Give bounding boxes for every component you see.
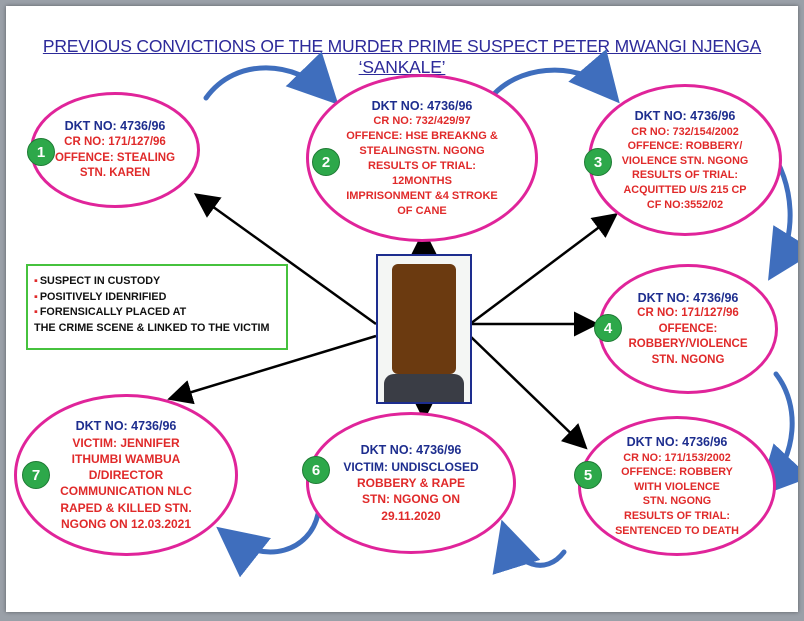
node-2-line: IMPRISONMENT &4 STROKE: [346, 189, 498, 202]
legend-item: POSITIVELY IDENRIFIED: [34, 290, 280, 306]
node-3-line: ACQUITTED U/S 215 CP: [623, 184, 747, 196]
node-1-line: OFFENCE: STEALING: [54, 151, 176, 164]
slide: PREVIOUS CONVICTIONS OF THE MURDER PRIME…: [6, 6, 798, 612]
node-1-line: STN. KAREN: [79, 167, 151, 180]
node-4-badge: 4: [594, 314, 622, 342]
node-2-badge: 2: [312, 148, 340, 176]
node-6-badge: 6: [302, 456, 330, 484]
arrow-to-node-7: [167, 334, 377, 405]
node-5-line: OFFENCE: ROBBERY: [621, 466, 733, 479]
node-3-line: RESULTS OF TRIAL:: [632, 169, 738, 182]
node-5-line: CR NO: 171/153/2002: [623, 451, 731, 464]
conviction-node-3: DKT NO: 4736/96 CR NO: 732/154/2002 OFFE…: [588, 84, 782, 236]
node-4-line: CR NO: 171/127/96: [637, 307, 739, 320]
node-1-dkt: DKT NO: 4736/96: [64, 119, 166, 134]
node-2-line: 12MONTHS: [392, 174, 452, 187]
node-4-line: STN. NGONG: [651, 353, 725, 366]
sequence-arrow-6-7: [216, 511, 321, 578]
conviction-node-6: DKT NO: 4736/96 VICTIM: UNDISCLOSED ROBB…: [306, 412, 516, 554]
sequence-arrow-1-2: [203, 51, 339, 105]
node-6-line: 29.11.2020: [381, 508, 441, 523]
sequence-arrow-5-6: [492, 519, 567, 575]
node-3-line: CR NO: 732/154/2002: [631, 125, 739, 138]
node-7-badge: 7: [22, 461, 50, 489]
node-6-line: VICTIM: UNDISCLOSED: [343, 460, 479, 475]
node-5-line: WITH VIOLENCE: [634, 480, 720, 493]
node-5-line: RESULTS OF TRIAL:: [624, 510, 730, 522]
legend-item: FORENSICALLY PLACED AT: [34, 305, 280, 321]
node-7-line: COMMUNICATION NLC: [60, 484, 192, 499]
node-7-dkt: DKT NO: 4736/96: [75, 419, 177, 433]
arrow-to-node-1: [193, 193, 377, 326]
legend-box: SUSPECT IN CUSTODY POSITIVELY IDENRIFIED…: [26, 264, 288, 350]
node-7-line: NGONG ON 12.03.2021: [60, 516, 192, 531]
node-5-line: SENTENCED TO DEATH: [615, 524, 739, 537]
node-2-line: RESULTS OF TRIAL:: [368, 160, 476, 173]
node-4-dkt: DKT NO: 4736/96: [637, 290, 739, 305]
arrow-to-node-5: [469, 335, 588, 450]
conviction-node-7: DKT NO: 4736/96 VICTIM: JENNIFER ITHUMBI…: [14, 394, 238, 556]
legend-item: SUSPECT IN CUSTODY: [34, 274, 280, 290]
node-6-dkt: DKT NO: 4736/96: [360, 443, 462, 458]
conviction-node-2: DKT NO: 4736/96 CR NO: 732/429/97 OFFENC…: [306, 74, 538, 242]
node-4-line: ROBBERY/VIOLENCE: [628, 338, 748, 351]
node-5-line: STN. NGONG: [642, 495, 712, 508]
node-7-line: D/DIRECTOR: [88, 468, 164, 483]
sequence-arrow-4-5: [757, 371, 798, 497]
node-5-badge: 5: [574, 461, 602, 489]
node-3-badge: 3: [584, 148, 612, 176]
conviction-node-4: DKT NO: 4736/96 CR NO: 171/127/96 OFFENC…: [598, 264, 778, 394]
node-2-line: CR NO: 732/429/97: [373, 115, 471, 128]
node-3-dkt: DKT NO: 4736/96: [634, 108, 736, 123]
node-2-line: OF CANE: [397, 204, 447, 217]
arrow-to-node-3: [469, 213, 618, 325]
node-2-dkt: DKT NO: 4736/96: [371, 98, 473, 113]
node-1-badge: 1: [27, 138, 55, 166]
node-6-line: STN: NGONG ON: [362, 492, 460, 507]
node-5-dkt: DKT NO: 4736/96: [626, 434, 728, 449]
redacted-face: [392, 264, 456, 374]
legend-item: THE CRIME SCENE & LINKED TO THE VICTIM: [34, 321, 270, 334]
node-3-line: OFFENCE: ROBBERY/: [627, 140, 743, 153]
node-4-line: OFFENCE:: [658, 322, 718, 335]
node-7-line: RAPED & KILLED STN.: [60, 500, 192, 515]
node-7-line: VICTIM: JENNIFER: [72, 435, 180, 450]
sequence-arrow-2-3: [491, 49, 620, 104]
node-3-line: VIOLENCE STN. NGONG: [621, 154, 749, 167]
conviction-node-5: DKT NO: 4736/96 CR NO: 171/153/2002 OFFE…: [578, 416, 776, 556]
node-3-line: CF NO:3552/02: [646, 198, 724, 211]
node-2-line: STEALINGSTN. NGONG: [359, 145, 485, 158]
suspect-photo: [376, 254, 472, 404]
node-6-line: ROBBERY & RAPE: [356, 476, 466, 491]
node-2-line: OFFENCE: HSE BREAKNG &: [346, 130, 498, 143]
conviction-node-1: DKT NO: 4736/96 CR NO: 171/127/96 OFFENC…: [30, 92, 200, 208]
suspect-shirt: [384, 374, 464, 402]
node-1-line: CR NO: 171/127/96: [64, 136, 166, 149]
node-7-line: ITHUMBI WAMBUA: [71, 452, 181, 467]
